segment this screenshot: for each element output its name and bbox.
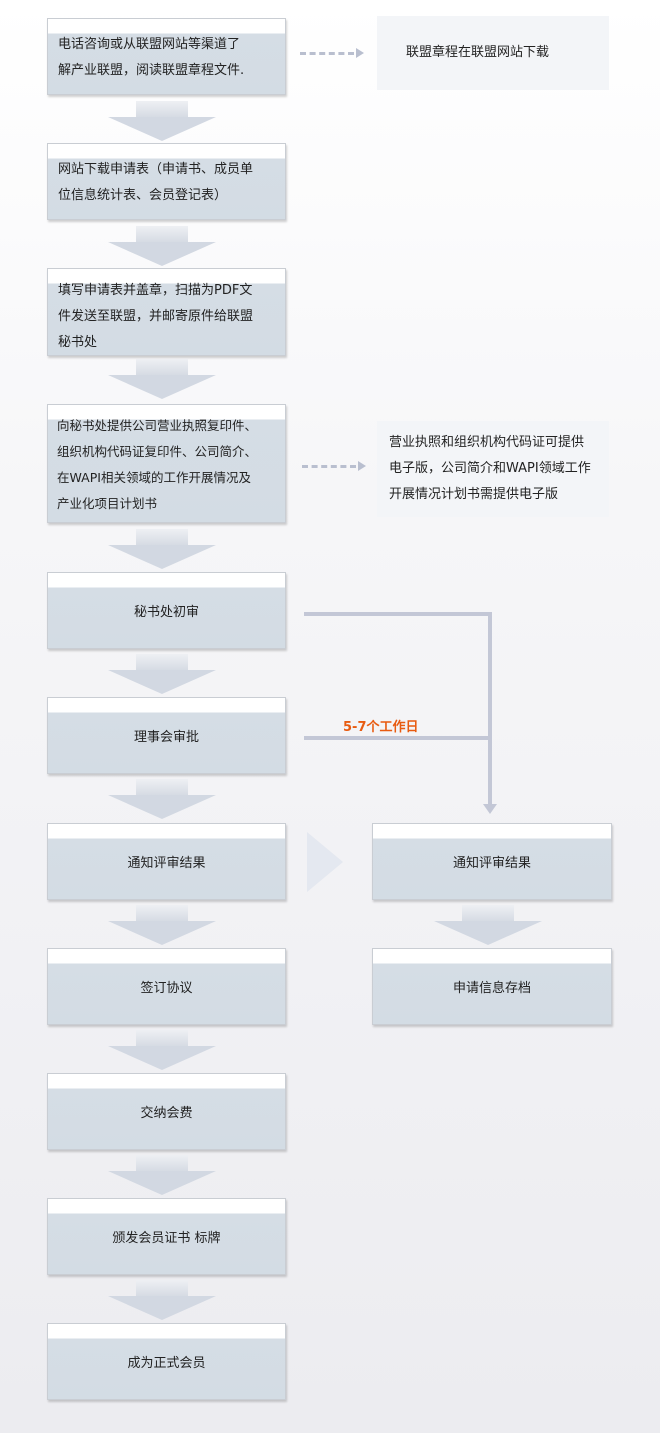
step-2-line-1: 网站下载申请表（申请书、成员单 — [58, 162, 254, 177]
down-arrow-2 — [108, 226, 216, 266]
step-4-line-3: 在WAPI相关领域的工作开展情况及 — [57, 470, 251, 485]
down-arrow-6 — [108, 779, 216, 819]
step-4-line-2: 组织机构代码证复印件、公司简介、 — [57, 444, 258, 459]
step-2-line-2: 位信息统计表、会员登记表） — [58, 188, 228, 203]
down-arrow-7 — [108, 905, 216, 945]
note-electronic-docs: 营业执照和组织机构代码证可提供 电子版，公司简介和WAPI领域工作 开展情况计划… — [377, 421, 609, 517]
step-7-label: 通知评审结果 — [127, 855, 206, 871]
dashed-arrowhead-2 — [358, 461, 366, 471]
review-period-label: 5-7个工作日 — [343, 720, 419, 735]
step-5-initial-review: 秘书处初审 — [47, 572, 286, 649]
right-step-archive: 申请信息存档 — [372, 948, 612, 1025]
connector-from-review — [304, 612, 492, 616]
right-step-notify-result: 通知评审结果 — [372, 823, 612, 900]
dashed-connector-1 — [300, 52, 354, 55]
step-9-pay-fee: 交纳会费 — [47, 1073, 286, 1150]
step-8-label: 签订协议 — [140, 980, 193, 996]
step-10-issue-certificate: 颁发会员证书 标牌 — [47, 1198, 286, 1275]
right-arrow-big — [307, 832, 343, 892]
step-9-label: 交纳会费 — [140, 1105, 193, 1121]
down-arrow-10 — [108, 1280, 216, 1320]
step-3-fill-form: 填写申请表并盖章，扫描为PDF文 件发送至联盟，并邮寄原件给联盟 秘书处 — [47, 268, 286, 356]
step-1-line-1: 电话咨询或从联盟网站等渠道了 — [58, 37, 241, 52]
dashed-connector-2 — [302, 465, 356, 468]
note-2-line-1: 营业执照和组织机构代码证可提供 — [389, 435, 585, 450]
step-3-line-2: 件发送至联盟，并邮寄原件给联盟 — [58, 309, 254, 324]
connector-from-approval — [304, 736, 492, 740]
step-4-line-4: 产业化项目计划书 — [57, 496, 158, 511]
step-1-line-2: 解产业联盟，阅读联盟章程文件. — [58, 63, 245, 78]
note-1-line-1: 联盟章程在联盟网站下载 — [406, 45, 550, 60]
step-4-line-1: 向秘书处提供公司营业执照复印件、 — [57, 418, 258, 433]
down-arrow-8 — [108, 1030, 216, 1070]
step-1-inquiry: 电话咨询或从联盟网站等渠道了 解产业联盟，阅读联盟章程文件. — [47, 18, 286, 95]
step-2-download-form: 网站下载申请表（申请书、成员单 位信息统计表、会员登记表） — [47, 143, 286, 220]
step-6-label: 理事会审批 — [133, 729, 199, 745]
note-2-line-2: 电子版，公司简介和WAPI领域工作 — [389, 461, 591, 476]
down-arrow-5 — [108, 654, 216, 694]
down-arrow-3 — [108, 359, 216, 399]
note-2-line-3: 开展情况计划书需提供电子版 — [389, 487, 559, 502]
right-step-1-label: 通知评审结果 — [452, 855, 531, 871]
step-3-line-3: 秘书处 — [58, 335, 98, 350]
down-arrow-right — [434, 905, 542, 945]
down-arrow-1 — [108, 101, 216, 141]
step-10-label: 颁发会员证书 标牌 — [112, 1230, 221, 1246]
connector-arrowhead — [483, 804, 497, 814]
step-6-council-approval: 理事会审批 — [47, 697, 286, 774]
step-5-label: 秘书处初审 — [133, 604, 199, 620]
step-11-label: 成为正式会员 — [127, 1355, 206, 1371]
step-3-line-1: 填写申请表并盖章，扫描为PDF文 — [58, 283, 253, 298]
right-step-2-label: 申请信息存档 — [452, 980, 531, 996]
note-charter-download: 联盟章程在联盟网站下载 — [377, 16, 609, 90]
step-4-provide-documents: 向秘书处提供公司营业执照复印件、 组织机构代码证复印件、公司简介、 在WAPI相… — [47, 404, 286, 523]
step-7-notify-result: 通知评审结果 — [47, 823, 286, 900]
step-11-become-member: 成为正式会员 — [47, 1323, 286, 1400]
connector-vertical — [488, 612, 492, 806]
step-8-sign-agreement: 签订协议 — [47, 948, 286, 1025]
dashed-arrowhead-1 — [356, 48, 364, 58]
down-arrow-4 — [108, 529, 216, 569]
down-arrow-9 — [108, 1155, 216, 1195]
